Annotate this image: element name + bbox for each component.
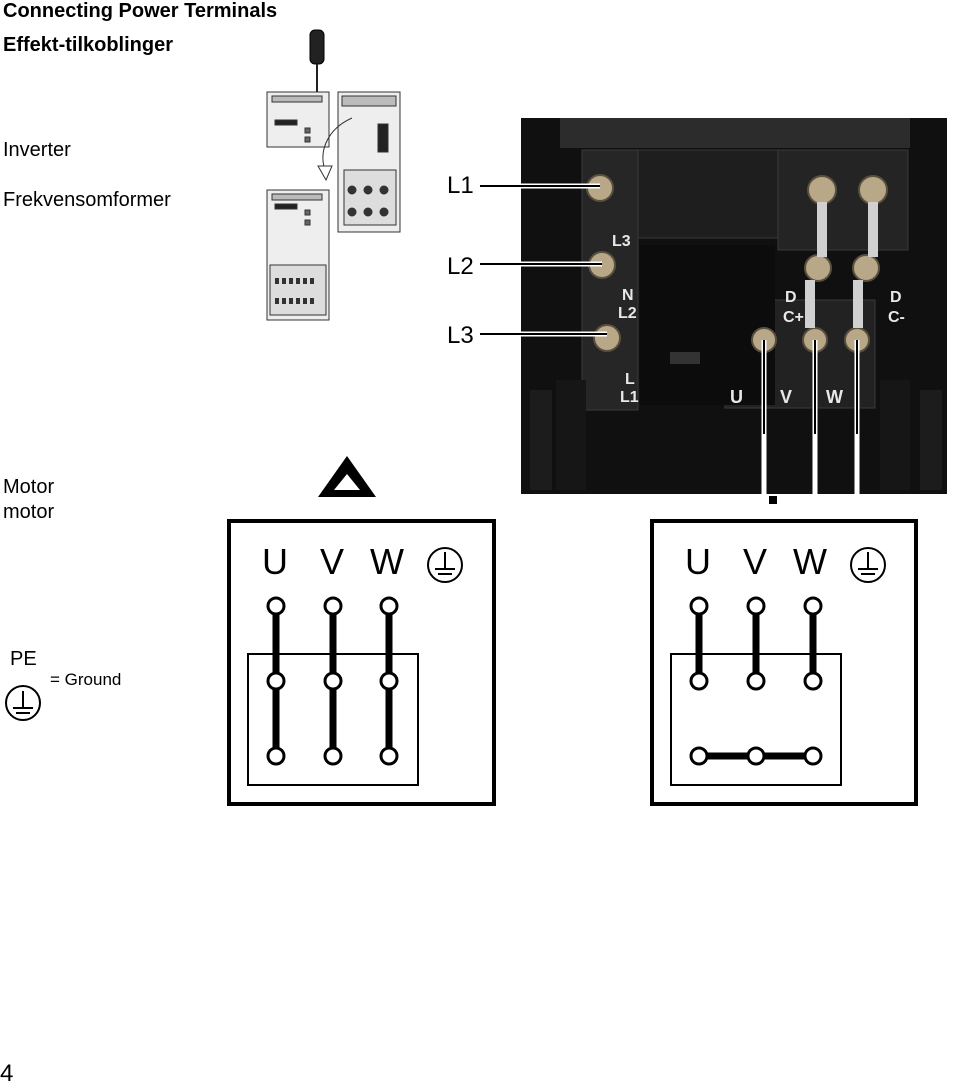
screwdriver-icon <box>309 29 325 98</box>
ground-icon <box>5 685 41 721</box>
star-terminal-w: W <box>793 541 827 582</box>
motor-label: Motor <box>3 476 55 498</box>
delta-terminal-v: V <box>320 541 344 582</box>
inverter-label-no: Frekvensomformer <box>3 189 171 211</box>
line-label-l1: L1 <box>447 172 474 199</box>
photo-print-dcminus-c: C- <box>888 309 905 326</box>
photo-print-dcminus-d: D <box>890 289 902 306</box>
terminal-photo: L3 N L2 L L1 D C+ D C- U V W <box>521 118 947 494</box>
line-label-l2: L2 <box>447 253 474 280</box>
star-icon <box>769 496 777 504</box>
photo-print-l3: L3 <box>612 233 631 250</box>
photo-print-dcplus-c: C+ <box>783 309 804 326</box>
inverter-sketch <box>266 29 401 321</box>
photo-print-v: V <box>780 387 792 407</box>
line-label-l3: L3 <box>447 322 474 349</box>
delta-connection-box: U V W <box>227 519 496 806</box>
photo-print-w: W <box>826 387 843 407</box>
page-title: Connecting Power Terminals <box>3 0 278 22</box>
photo-print-l2: L2 <box>618 305 637 322</box>
star-connection-box: U V W <box>650 519 918 806</box>
delta-icon <box>318 456 376 497</box>
delta-terminal-u: U <box>262 541 288 582</box>
motor-label-no: motor <box>3 501 55 523</box>
photo-print-l1: L1 <box>620 389 639 406</box>
photo-print-n: N <box>622 287 634 304</box>
photo-print-u: U <box>730 387 743 407</box>
screw-icons <box>586 174 888 353</box>
delta-terminal-w: W <box>370 541 404 582</box>
inverter-label: Inverter <box>3 139 71 161</box>
ground-legend-text: = Ground <box>50 670 122 689</box>
photo-print-l: L <box>625 371 635 388</box>
star-terminal-v: V <box>743 541 767 582</box>
ground-icon <box>850 547 886 583</box>
page-subtitle: Effekt-tilkoblinger <box>3 34 174 56</box>
photo-print-dcplus-d: D <box>785 289 797 306</box>
star-terminal-u: U <box>685 541 711 582</box>
ground-icon <box>427 547 463 583</box>
pe-label: PE <box>10 648 37 670</box>
page-number: 4 <box>0 1060 14 1087</box>
leader-lines <box>480 185 858 434</box>
